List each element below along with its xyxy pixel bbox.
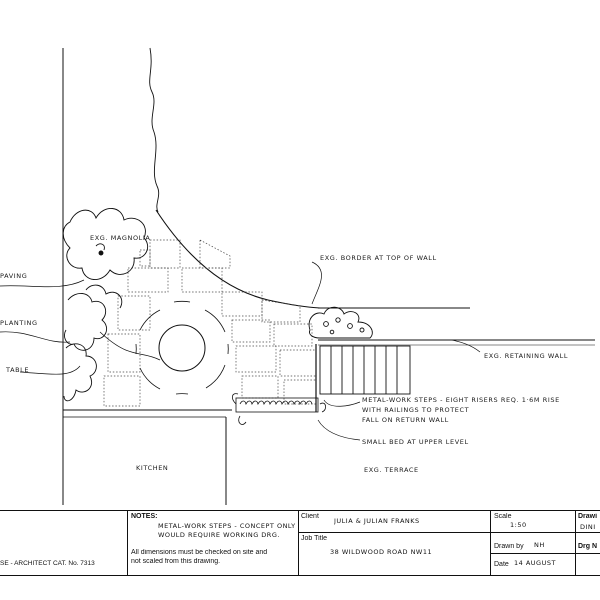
leader-lines (0, 261, 481, 441)
annotation-small-bed: SMALL BED AT UPPER LEVEL (362, 438, 469, 446)
drawing-label: Drawi (578, 513, 598, 520)
scale-value: 1:50 (510, 521, 527, 529)
maker-text: SE - ARCHITECT CAT. No. 7313 (0, 560, 95, 567)
client-label: Client (301, 513, 319, 520)
drawn-by-value: NH (534, 541, 545, 549)
annotation-kitchen: KITCHEN (136, 464, 168, 472)
annotation-terrace: EXG. TERRACE (364, 466, 419, 474)
date-value: 14 August (514, 559, 556, 567)
drg-no-label: Drg N (578, 543, 598, 550)
annotation-border: EXG. BORDER AT TOP OF WALL (320, 254, 437, 262)
annotation-planting: PLANTING (0, 319, 38, 327)
drawn-by-label: Drawn by (494, 543, 524, 550)
notes-handwritten-2: WOULD REQUIRE WORKING DRG. (158, 531, 280, 539)
paving-area (103, 239, 317, 407)
small-bed (232, 393, 326, 425)
wavy-boundary (149, 47, 160, 213)
notes-label: NOTES: (131, 513, 158, 520)
annotation-steps-3: FALL ON RETURN WALL (362, 416, 449, 424)
title-block: SE - ARCHITECT CAT. No. 7313 NOTES: META… (0, 510, 600, 576)
annotation-steps-1: METAL-WORK STEPS - EIGHT RISERS REQ. 1·6… (362, 396, 560, 404)
notes-handwritten-1: METAL-WORK STEPS - CONCEPT ONLY (158, 522, 296, 530)
notes-printed-1: All dimensions must be checked on site a… (131, 549, 268, 556)
annotation-steps-2: WITH RAILINGS TO PROTECT (362, 406, 469, 414)
border-shrub (308, 306, 373, 339)
round-table (135, 300, 229, 395)
scale-label: Scale (494, 513, 512, 520)
metal-work-steps (315, 344, 411, 412)
annotation-magnolia: EXG. MAGNOLIA (90, 234, 150, 242)
drawing-value: DINI (580, 523, 596, 531)
date-label: Date (494, 561, 509, 568)
job-title-value: 38 WILDWOOD ROAD NW11 (330, 548, 433, 556)
annotation-paving: PAVING (0, 272, 27, 280)
client-value: JULIA & JULIAN FRANKS (334, 517, 420, 525)
annotation-retaining-wall: EXG. RETAINING WALL (484, 352, 568, 360)
curved-border-edge (155, 209, 321, 309)
job-title-label: Job Title (301, 535, 328, 542)
planting-clouds (62, 208, 148, 402)
notes-printed-2: not scaled from this drawing. (131, 558, 221, 565)
annotation-table: TABLE (5, 366, 29, 374)
